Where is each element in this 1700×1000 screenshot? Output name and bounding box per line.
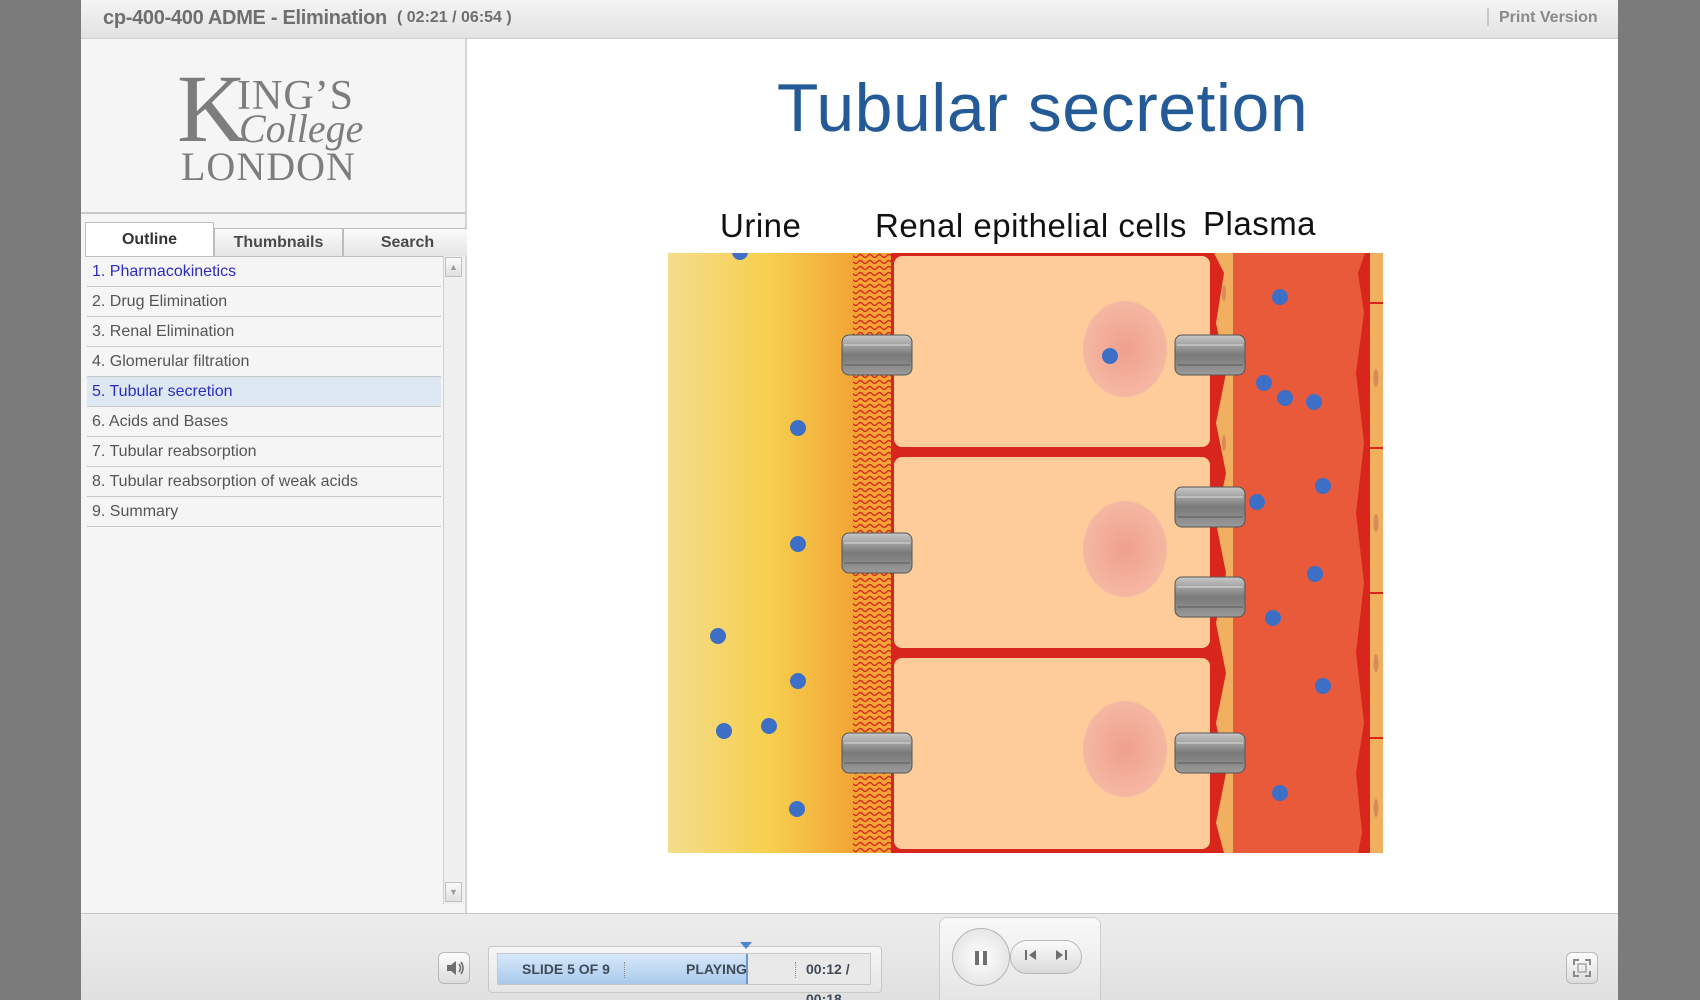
player-window: cp-400-400 ADME - Elimination ( 02:21 / … (81, 0, 1618, 1000)
kings-college-logo: K ING’S College LONDON (177, 55, 364, 189)
outline-item[interactable]: 6. Acids and Bases (87, 407, 441, 437)
outline-item[interactable]: 8. Tubular reabsorption of weak acids (87, 467, 441, 497)
outline-item[interactable]: 1. Pharmacokinetics (87, 257, 441, 287)
outline-item[interactable]: 2. Drug Elimination (87, 287, 441, 317)
outline-item[interactable]: 4. Glomerular filtration (87, 347, 441, 377)
urine-lumen (668, 253, 853, 853)
speaker-icon (447, 961, 464, 975)
tab-search[interactable]: Search (343, 228, 472, 256)
endothelial-wall (1356, 253, 1372, 853)
slide-canvas: Tubular secretion Urine Renal epithelial… (467, 39, 1618, 913)
slide-time: 00:12 / 00:18 (806, 961, 850, 1000)
cell-nucleus (1083, 501, 1167, 597)
outline-item-current[interactable]: 5. Tubular secretion (87, 377, 441, 407)
sidebar-tabs: Outline Thumbnails Search (85, 222, 472, 256)
total-time: ( 02:21 / 06:54 ) (397, 9, 512, 26)
divider (81, 212, 465, 214)
scroll-up-icon[interactable]: ▲ (445, 257, 462, 277)
print-version-link[interactable]: Print Version (1499, 9, 1598, 26)
skip-controls (1010, 940, 1082, 974)
cell-nucleus (1083, 301, 1167, 397)
divider (1487, 8, 1489, 26)
playhead-marker-icon[interactable] (740, 942, 753, 949)
tab-outline[interactable]: Outline (85, 222, 214, 256)
fullscreen-icon (1573, 959, 1591, 977)
skip-forward-icon (1056, 950, 1067, 960)
drug-molecules (710, 253, 1331, 817)
fullscreen-button[interactable] (1566, 952, 1598, 984)
transporter-channels (841, 334, 1246, 774)
volume-button[interactable] (438, 952, 470, 984)
plasma-label: Plasma (1203, 205, 1317, 242)
progress-fill (498, 954, 749, 984)
pause-icon (975, 951, 979, 965)
tubular-secretion-diagram (668, 253, 1383, 853)
tab-thumbnails[interactable]: Thumbnails (214, 228, 343, 256)
divider (624, 962, 625, 978)
plasma-region (1233, 253, 1383, 853)
playback-status: PLAYING (686, 961, 747, 977)
title-bar: cp-400-400 ADME - Elimination ( 02:21 / … (81, 0, 1618, 39)
urine-label: Urine (720, 207, 802, 244)
player-controls-bar: SLIDE 5 OF 9 PLAYING 00:12 / 00:18 (81, 913, 1618, 1000)
outline-list: 1. Pharmacokinetics 2. Drug Elimination … (85, 256, 443, 905)
divider (795, 962, 796, 978)
slide-title: Tubular secretion (776, 70, 1309, 146)
outline-item[interactable]: 9. Summary (87, 497, 441, 527)
sidebar: K ING’S College LONDON Outline Thumbnail… (81, 39, 472, 913)
transport-controls (939, 917, 1101, 1000)
next-slide-button[interactable] (1046, 945, 1076, 969)
renal-cells-label: Renal epithelial cells (875, 207, 1187, 244)
outline-scrollbar[interactable]: ▲ ▼ (443, 256, 464, 904)
scroll-down-icon[interactable]: ▼ (445, 882, 462, 902)
previous-slide-button[interactable] (1016, 945, 1046, 969)
outline-item[interactable]: 7. Tubular reabsorption (87, 437, 441, 467)
pause-button[interactable] (952, 928, 1010, 986)
skip-back-icon (1025, 950, 1036, 960)
capillary-wall (1214, 253, 1233, 853)
course-title: cp-400-400 ADME - Elimination (103, 7, 387, 29)
slide-counter: SLIDE 5 OF 9 (522, 961, 610, 977)
progress-panel: SLIDE 5 OF 9 PLAYING 00:12 / 00:18 (488, 942, 882, 1000)
slide-progress-bar[interactable]: SLIDE 5 OF 9 PLAYING 00:12 / 00:18 (497, 942, 871, 1000)
cell-nucleus (1083, 701, 1167, 797)
outline-item[interactable]: 3. Renal Elimination (87, 317, 441, 347)
